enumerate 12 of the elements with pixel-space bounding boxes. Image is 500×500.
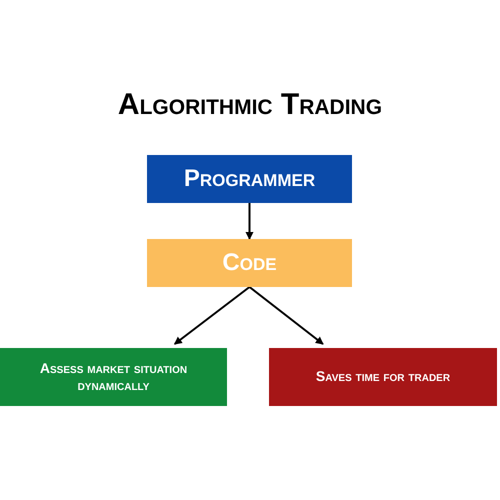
arrow bbox=[248, 286, 324, 345]
box-label: Assess market situation dynamically bbox=[38, 360, 188, 394]
title: Algorithmic Trading bbox=[116, 90, 384, 120]
arrow bbox=[174, 286, 250, 345]
process-box bbox=[269, 348, 497, 406]
process-box bbox=[0, 348, 227, 406]
box-label: Programmer bbox=[184, 164, 316, 194]
process-box bbox=[147, 155, 352, 203]
box-label: Code bbox=[222, 248, 277, 278]
arrow bbox=[246, 203, 254, 240]
box-label: Saves time for trader bbox=[316, 368, 450, 386]
process-box bbox=[147, 239, 352, 287]
